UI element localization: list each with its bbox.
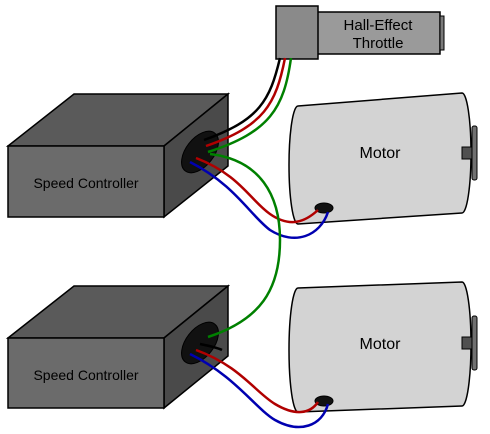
motor-2-shaft [461, 336, 473, 350]
motor-2: Motor [288, 281, 478, 413]
motor-1-shaft [461, 146, 473, 160]
speed-controller-1: Speed Controller [5, 92, 231, 219]
motor-2-wire-red [195, 348, 320, 414]
motor-1-wire-red [195, 156, 319, 224]
motor-2-wire-blue [189, 352, 330, 429]
motor-2-shaft-flange [471, 315, 478, 371]
motor-1-wire-blue [189, 160, 330, 239]
speed-controller-2-label: Speed Controller [33, 367, 138, 383]
throttle: Hall-Effect Throttle [275, 5, 445, 60]
throttle-housing [275, 5, 319, 60]
speed-controller-1-front [7, 145, 165, 218]
throttle-label-line1: Hall-Effect [344, 17, 414, 34]
throttle-wire-red [205, 57, 287, 148]
motor-1-shaft-flange [471, 125, 478, 181]
motor-1-terminal [314, 202, 334, 214]
throttle-wires [203, 57, 293, 154]
motor-2-body [288, 281, 472, 413]
throttle-end-cap [439, 15, 445, 51]
speed-controller-2-front [7, 337, 165, 409]
speed-controller-2: Speed Controller [5, 284, 231, 410]
speed-controller-1-label: Speed Controller [33, 175, 138, 191]
motor-2-wires [189, 342, 330, 429]
motor-2-wire-black [199, 342, 223, 352]
throttle-label-line2: Throttle [353, 35, 404, 52]
motor-1: Motor [288, 92, 478, 225]
motor-2-label: Motor [360, 336, 402, 353]
motor-2-terminal [314, 395, 334, 407]
throttle-wire-green [207, 57, 293, 154]
motor-1-label: Motor [360, 145, 402, 162]
link-wire-green [207, 152, 282, 339]
throttle-wire-black [203, 57, 282, 142]
motor-1-body [288, 92, 472, 225]
motor-1-wires [189, 156, 330, 239]
